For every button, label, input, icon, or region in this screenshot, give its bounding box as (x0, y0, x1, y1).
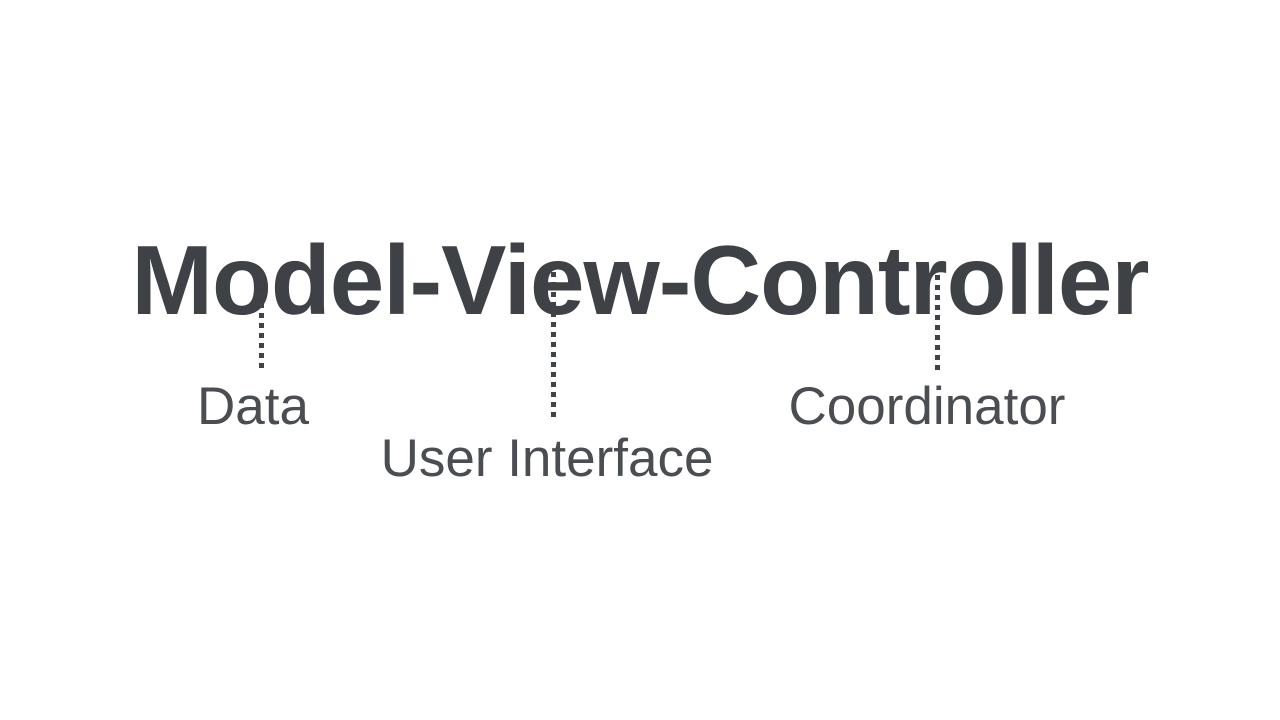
dotted-connector-view (551, 272, 556, 417)
dotted-connector-controller (935, 275, 940, 370)
annotation-label-view: User Interface (380, 429, 714, 488)
annotation-label-controller: Coordinator (788, 377, 1066, 436)
slide-title: Model-View-Controller (131, 224, 1149, 335)
annotation-label-model: Data (197, 377, 309, 436)
dotted-connector-model (259, 273, 264, 368)
